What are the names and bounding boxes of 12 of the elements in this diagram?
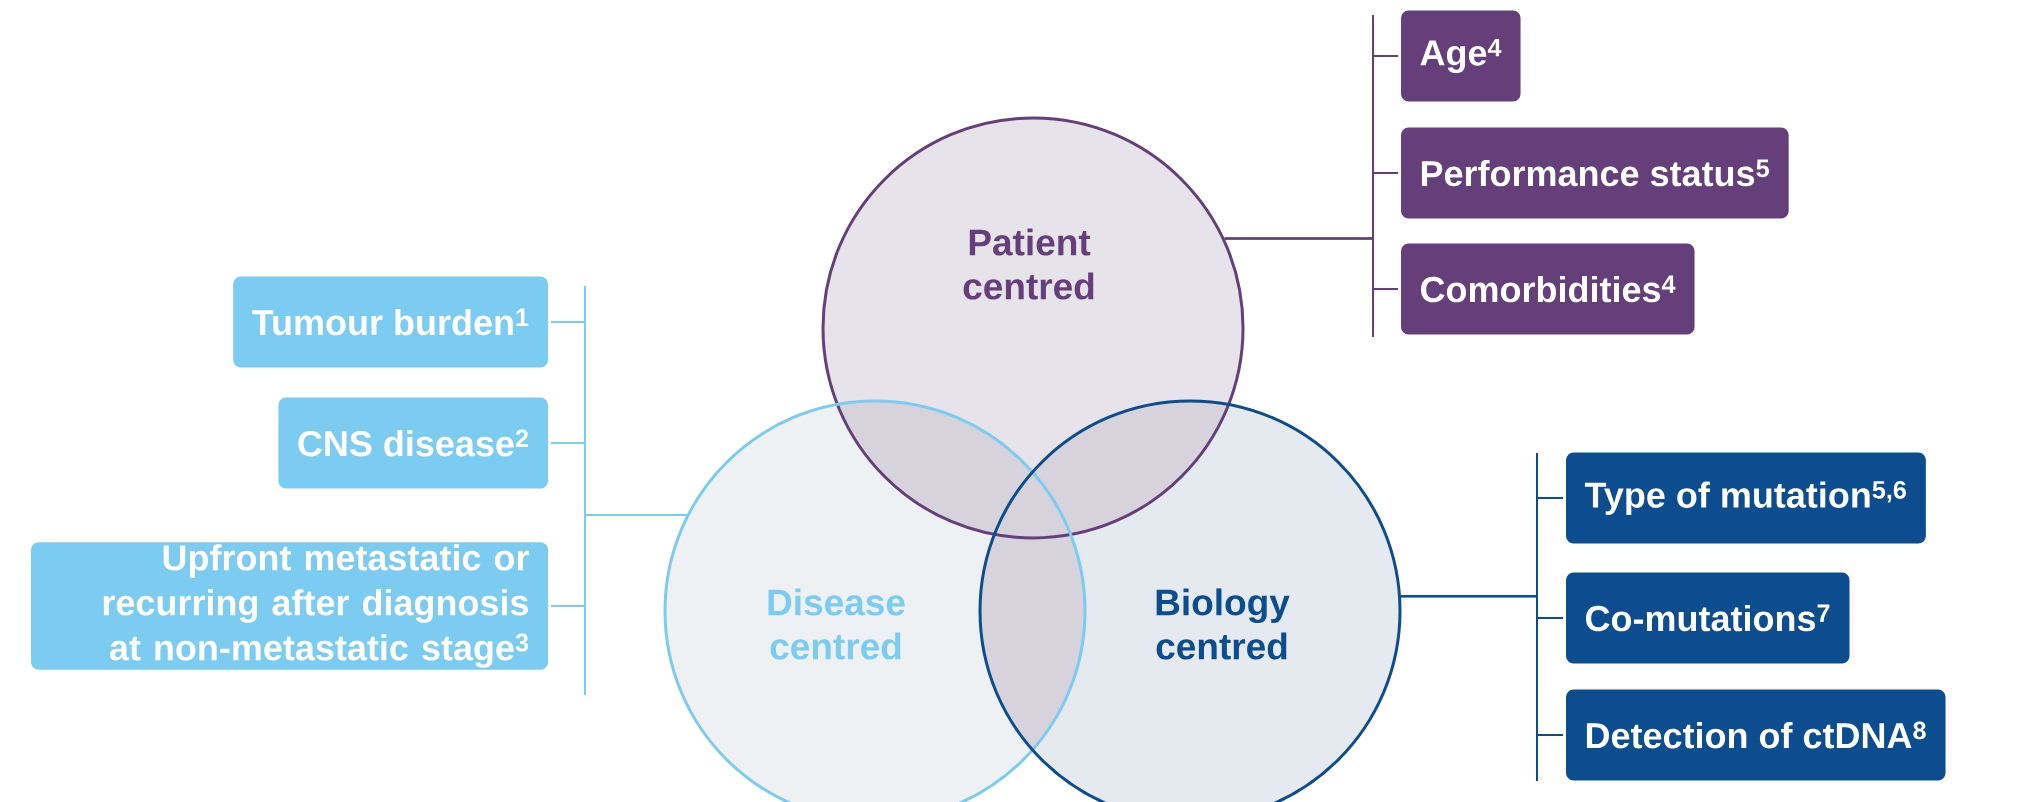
connector-line [550, 513, 688, 607]
factor-box: Comorbidities$^{4}$ [1398, 240, 1698, 338]
connector-line [1400, 595, 1564, 736]
factor-box: Detection of ctDNA$^{8}$ [1563, 686, 1949, 784]
connector-line [1223, 237, 1399, 290]
factor-box: Tumour burden$^{1}$ [230, 273, 551, 371]
factor-box: Age$^{4}$ [1398, 7, 1524, 105]
factor-box: Co-mutations$^{7}$ [1563, 569, 1853, 667]
factor-box: Performance status$^{5}$ [1398, 124, 1792, 222]
factor-box: CNS disease$^{2}$ [275, 394, 551, 492]
factor-box: Type of mutation$^{5,6}$ [1563, 449, 1929, 547]
factor-box: Upfront metastatic or recurring after diagnosis at non-metastatic stage$^{3}$ [28, 539, 551, 673]
